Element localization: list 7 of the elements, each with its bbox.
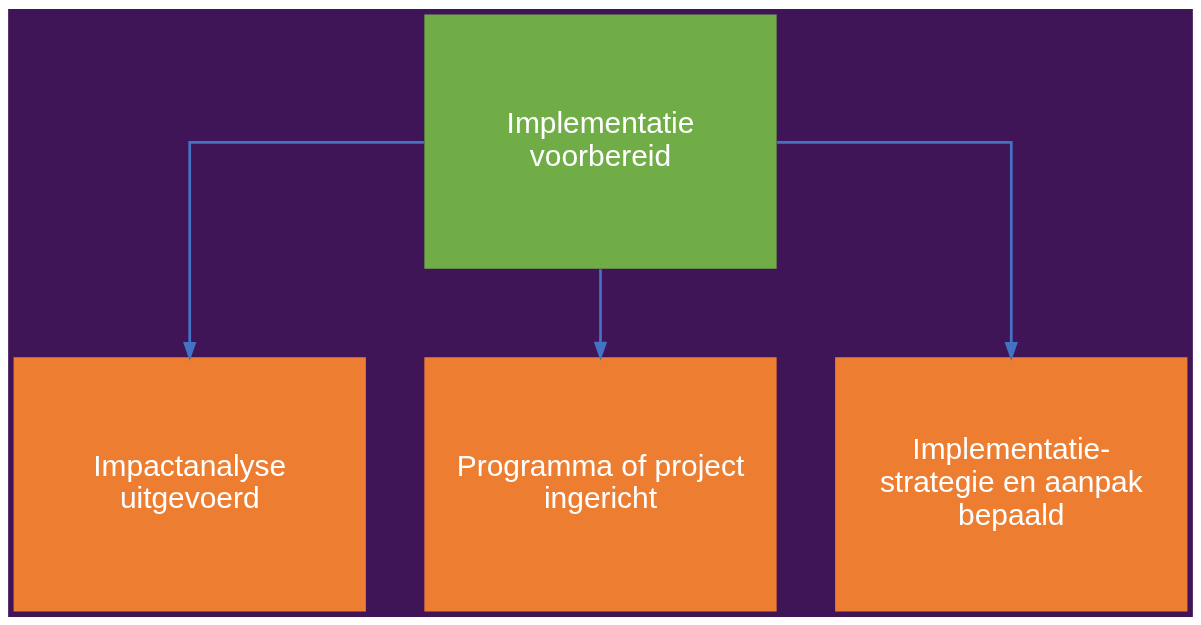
node-box: Implementatie voorbereid (424, 13, 777, 269)
node-box: Implementatie- strategie en aanpak bepaald (835, 356, 1188, 612)
node-box: Impactanalyse uitgevoerd (13, 356, 366, 612)
arrow (777, 140, 1018, 361)
node-box: Programma of project ingericht (424, 356, 777, 612)
arrow (593, 268, 608, 361)
arrow (183, 140, 424, 361)
